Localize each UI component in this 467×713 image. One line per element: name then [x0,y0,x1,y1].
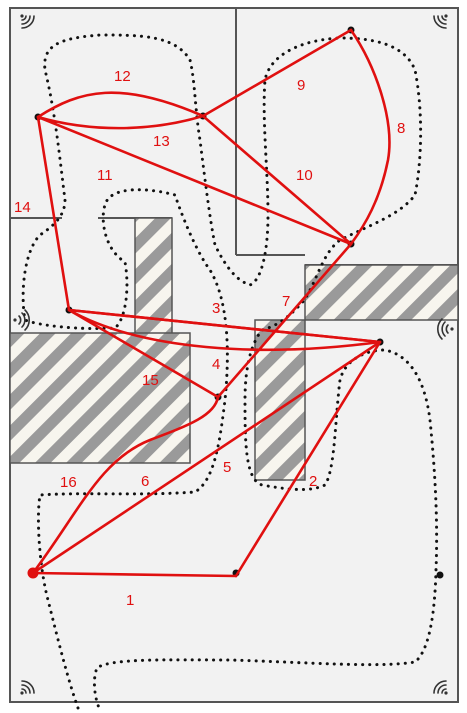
edge-label-6: 6 [141,473,149,490]
route-edge-11 [201,114,353,246]
route-edge-7 [216,242,353,399]
edge-labels: 1 2 3 4 5 6 7 8 9 10 11 12 13 14 15 16 [14,68,405,609]
beacon-dot [436,571,444,579]
route-edge-13 [36,114,205,130]
edge-label-11: 11 [97,167,113,184]
wifi-beacon-icon [20,14,35,29]
route-edge-6 [31,395,220,575]
route-edge-4 [67,308,382,344]
route-edge-15 [67,308,220,399]
obstacle-block [304,264,459,321]
edge-label-3: 3 [212,300,220,317]
route-edge-lens [68,308,381,352]
obstacle-block [9,332,191,464]
wifi-beacon-icon [20,680,35,695]
route-edge-10 [36,115,353,246]
obstacles [9,217,459,481]
dotted-walking-path [21,33,439,712]
route-edge-9 [201,28,353,118]
route-edge-8 [349,28,391,246]
route-edge-2 [234,340,382,578]
edge-label-2: 2 [309,473,317,490]
edge-label-13: 13 [153,133,170,150]
route-edge-1 [31,571,238,578]
edge-label-10: 10 [296,167,313,184]
wifi-beacon-icon [433,14,448,29]
edge-label-12: 12 [114,68,131,85]
edge-label-14: 14 [14,199,31,216]
edge-label-9: 9 [297,77,305,94]
wifi-beacons [13,14,454,695]
edge-label-15: 15 [142,372,159,389]
edge-label-5: 5 [223,459,231,476]
edge-label-16: 16 [60,474,77,491]
obstacle-block [254,319,306,481]
route-edge-14 [36,115,71,312]
edge-label-7: 7 [282,293,290,310]
wifi-beacon-icon [13,309,30,331]
edge-label-8: 8 [397,120,405,137]
route-edge-5 [31,340,382,575]
wifi-beacon-icon [433,680,448,695]
route-edges [31,28,391,578]
edge-label-1: 1 [126,592,134,609]
start-node [27,567,39,579]
route-edge-12 [36,91,205,119]
wifi-beacon-icon [437,318,454,340]
edge-label-4: 4 [212,356,220,373]
